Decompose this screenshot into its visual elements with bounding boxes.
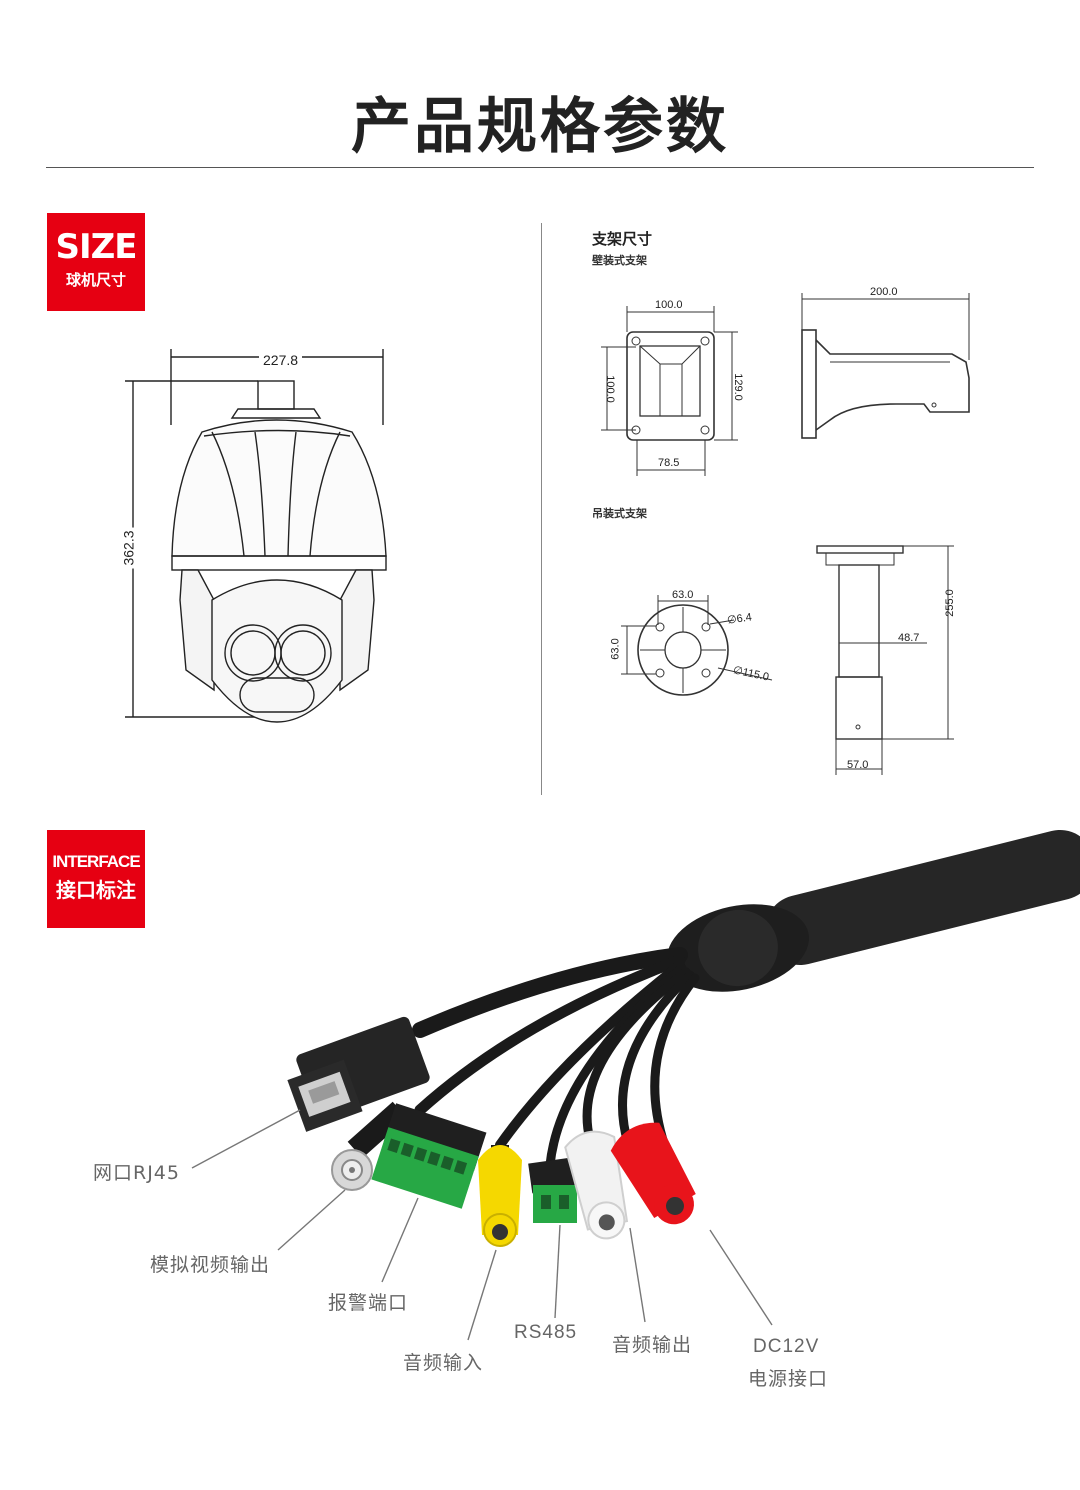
size-badge: SIZE 球机尺寸 bbox=[47, 213, 145, 311]
label-rj45: 网口RJ45 bbox=[93, 1162, 180, 1184]
pendant-base-dim: 57.0 bbox=[847, 759, 869, 771]
wall-side-dim: 200.0 bbox=[870, 286, 898, 298]
label-audio-out: 音频输出 bbox=[612, 1334, 693, 1356]
pendant-pipe-dim: 48.7 bbox=[898, 632, 920, 644]
dome-width-dim: 227.8 bbox=[259, 352, 303, 368]
section-separator bbox=[541, 223, 542, 795]
label-audio-in: 音频输入 bbox=[403, 1352, 484, 1374]
label-dc12v: DC12V bbox=[753, 1336, 820, 1357]
interface-badge: INTERFACE 接口标注 bbox=[47, 830, 145, 928]
label-video-out: 模拟视频输出 bbox=[150, 1254, 271, 1276]
label-rs485: RS485 bbox=[514, 1322, 578, 1343]
wall-top-dim: 100.0 bbox=[655, 299, 683, 311]
bracket-title: 支架尺寸 bbox=[592, 230, 653, 248]
page-title: 产品规格参数 bbox=[351, 92, 729, 162]
size-badge-title: SIZE bbox=[55, 227, 137, 267]
label-alarm: 报警端口 bbox=[328, 1292, 409, 1314]
wall-bottom-dim: 78.5 bbox=[658, 457, 680, 469]
interface-badge-subtitle: 接口标注 bbox=[56, 878, 136, 902]
pendant-top-dim: 63.0 bbox=[672, 589, 694, 601]
pendant-bracket-label: 吊装式支架 bbox=[592, 507, 647, 520]
wall-bracket-label: 壁装式支架 bbox=[592, 254, 647, 267]
title-divider bbox=[46, 167, 1034, 168]
label-power-port: 电源接口 bbox=[748, 1368, 829, 1390]
interface-badge-title: INTERFACE bbox=[52, 852, 140, 871]
size-badge-subtitle: 球机尺寸 bbox=[65, 271, 126, 289]
